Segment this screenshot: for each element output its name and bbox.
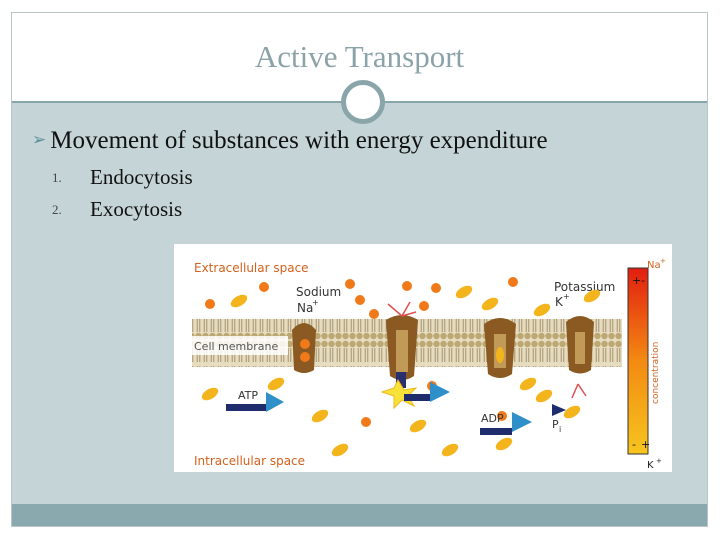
sodium-release-arrows: [387, 301, 417, 317]
sodium-ions-extracellular: [205, 277, 518, 319]
bullet-arrow-icon: ➢: [32, 130, 47, 149]
gradient-top-minus: -: [641, 274, 645, 287]
potassium-ions-intracellular: [201, 377, 581, 457]
divider-ring-icon: [341, 80, 385, 124]
phosphate-label: P: [552, 418, 559, 431]
list-item-number: 2.: [52, 202, 62, 217]
slide: Active Transport ➢Movement of substances…: [11, 12, 708, 527]
main-bullet: ➢Movement of substances with energy expe…: [32, 127, 548, 155]
main-bullet-text: Movement of substances with energy expen…: [50, 127, 548, 154]
adp-label: ADP: [481, 412, 504, 425]
list-item: 2. Exocytosis: [52, 197, 182, 222]
phosphate-release-arrows: [571, 383, 587, 399]
potassium-symbol: K: [555, 295, 564, 309]
sodium-symbol: Na: [297, 301, 313, 315]
concentration-label: concentration: [651, 342, 661, 404]
list-item-number: 1.: [52, 170, 62, 185]
gradient-bottom-plus: +: [641, 438, 650, 451]
phosphate-icon: [552, 404, 566, 416]
cell-membrane-label: Cell membrane: [194, 340, 278, 353]
phosphate-subscript: i: [559, 425, 561, 434]
atp-molecule-bound-icon: [404, 382, 450, 402]
sodium-potassium-pump-diagram: Extracellular space Intracellular space …: [174, 244, 672, 472]
list-item-label: Endocytosis: [90, 165, 193, 189]
list-item-label: Exocytosis: [90, 197, 183, 221]
footer-band: [12, 504, 707, 526]
membrane-label-box: [190, 336, 288, 355]
gradient-top-symbol: Na: [647, 260, 661, 271]
pump-protein: [484, 318, 516, 378]
slide-title: Active Transport: [254, 39, 465, 74]
intracellular-space-label: Intracellular space: [194, 454, 305, 468]
sodium-label: Sodium: [296, 285, 341, 299]
gradient-bottom-minus: -: [632, 438, 636, 451]
gradient-bottom-symbol: K: [647, 460, 654, 471]
gradient-top-charge: +: [660, 257, 666, 265]
list-item: 1. Endocytosis: [52, 165, 193, 190]
pump-protein: [566, 316, 594, 374]
concentration-gradient-bar: [627, 267, 649, 455]
atp-label: ATP: [238, 389, 258, 402]
potassium-charge: +: [563, 292, 570, 301]
pump-protein: [386, 315, 418, 388]
adp-molecule-icon: [480, 412, 532, 435]
sodium-charge: +: [312, 298, 319, 307]
potassium-label: Potassium: [554, 280, 615, 294]
gradient-bottom-charge: +: [656, 457, 662, 465]
atp-molecule-icon: [226, 392, 284, 412]
gradient-top-plus: +: [632, 274, 641, 287]
potassium-ions-extracellular: [230, 285, 601, 317]
pump-protein: [292, 323, 316, 373]
extracellular-space-label: Extracellular space: [194, 261, 309, 275]
